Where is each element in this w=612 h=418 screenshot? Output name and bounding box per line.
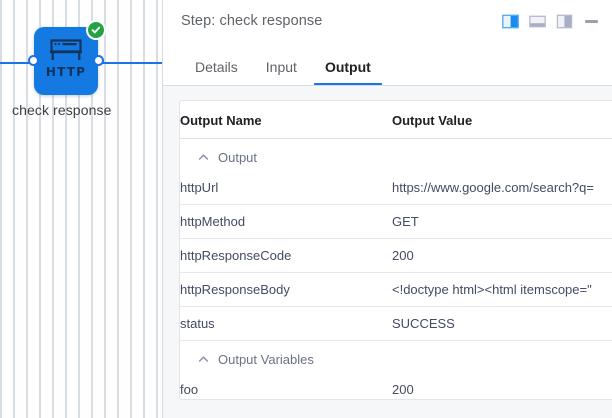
output-value-cell: GET: [392, 204, 612, 239]
table-group-row-output-variables[interactable]: Output Variables: [180, 341, 612, 374]
output-name-cell: httpUrl: [180, 171, 392, 205]
table-header-row: Output Name Output Value: [180, 101, 612, 139]
output-value-cell: <!doctype html><html itemscope=": [392, 272, 612, 307]
node-output-port[interactable]: [93, 55, 104, 66]
output-value-cell: 200: [392, 238, 612, 273]
side-panel-layout-icon[interactable]: [556, 13, 573, 30]
output-name-cell: status: [180, 306, 392, 341]
output-name-cell: httpResponseCode: [180, 238, 392, 273]
output-name-cell: httpMethod: [180, 204, 392, 239]
step-details-panel: Step: check response Details: [162, 0, 612, 418]
column-header-output-name: Output Name: [180, 101, 392, 139]
tabs-divider: [163, 85, 612, 86]
group-label: Output Variables: [218, 352, 314, 367]
table-row: status SUCCESS: [180, 306, 612, 341]
group-label: Output: [218, 150, 258, 165]
table-row: httpMethod GET: [180, 204, 612, 239]
http-node-icon: [50, 39, 82, 60]
panel-header: Step: check response: [163, 0, 612, 42]
output-name-cell: foo: [180, 373, 392, 399]
workflow-canvas[interactable]: HTTP check response: [0, 0, 162, 418]
node-input-port[interactable]: [28, 55, 39, 66]
chevron-up-icon[interactable]: [198, 152, 209, 163]
node-label: check response: [12, 102, 112, 118]
tab-output[interactable]: Output: [311, 59, 385, 86]
tab-input[interactable]: Input: [265, 59, 297, 75]
split-panel-layout-icon[interactable]: [502, 13, 519, 30]
tab-details[interactable]: Details: [195, 59, 238, 75]
minimize-icon[interactable]: [583, 13, 600, 30]
panel-header-actions: [502, 13, 600, 30]
output-value-cell: https://www.google.com/search?q=: [392, 171, 612, 205]
column-header-output-value: Output Value: [392, 101, 612, 139]
output-value-cell: 200: [392, 373, 612, 399]
table-row: httpResponseBody <!doctype html><html it…: [180, 272, 612, 307]
workflow-node-check-response[interactable]: HTTP: [34, 27, 98, 95]
panel-body: Output Name Output Value Out: [163, 86, 612, 418]
table-row: httpUrl https://www.google.com/search?q=: [180, 171, 612, 205]
table-row: foo 200: [180, 373, 612, 399]
output-table-card: Output Name Output Value Out: [179, 100, 612, 400]
table-row: httpResponseCode 200: [180, 238, 612, 273]
panel-tabs: Details Input Output: [163, 42, 612, 86]
output-name-cell: httpResponseBody: [180, 272, 392, 307]
page-title: Step: check response: [181, 13, 323, 29]
node-icon-label: HTTP: [45, 65, 87, 79]
bottom-panel-layout-icon[interactable]: [529, 13, 546, 30]
output-value-cell: SUCCESS: [392, 306, 612, 341]
check-circle-icon: [86, 20, 106, 40]
table-group-row-output[interactable]: Output: [180, 139, 612, 172]
chevron-up-icon[interactable]: [198, 354, 209, 365]
output-table: Output Name Output Value Out: [180, 101, 612, 399]
